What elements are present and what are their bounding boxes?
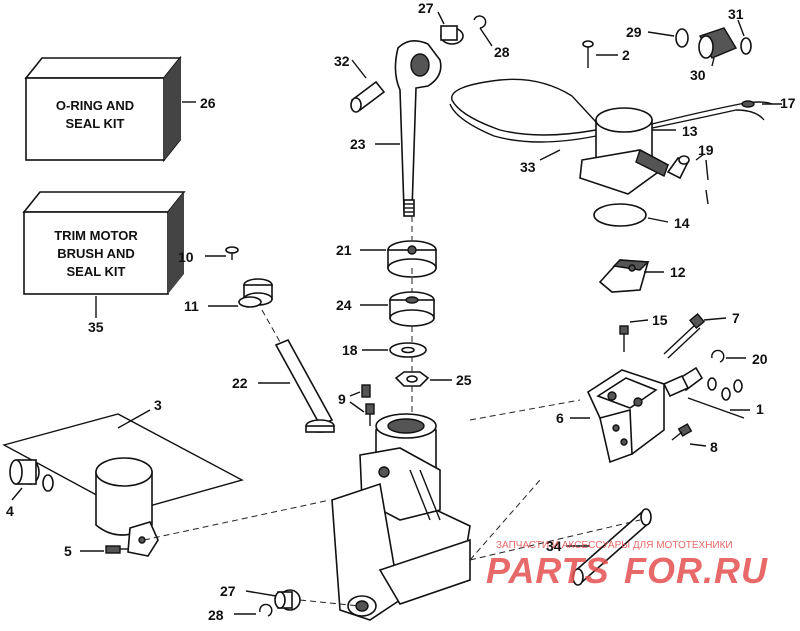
callout-14: 14	[674, 215, 690, 231]
rod-22-part	[274, 338, 335, 433]
valve-body-6-part	[586, 369, 665, 464]
reservoir-part	[95, 457, 159, 557]
callout-34: 34	[546, 538, 562, 554]
callout-15: 15	[652, 312, 668, 328]
trim-cylinder-housing	[331, 413, 471, 621]
watermark-brand-left: PARTS	[486, 550, 610, 591]
callout-23: 23	[350, 136, 366, 152]
trim-motor-13-part	[579, 107, 676, 195]
nut-25-part	[394, 371, 430, 387]
rod-23-part	[394, 40, 442, 217]
callout-29: 29	[626, 24, 642, 40]
callout-17: 17	[780, 95, 796, 111]
callout-28-top: 28	[494, 44, 510, 60]
motor-wire-33	[451, 78, 597, 136]
callout-26: 26	[200, 95, 216, 111]
seal-11-part	[238, 278, 273, 308]
bushing-27-top-part	[440, 25, 464, 45]
pin-32-part	[350, 80, 386, 113]
watermark: ЗАПЧАСТИ И АКСЕССУАРЫ ДЛЯ МОТОТЕХНИКИ PA…	[486, 540, 768, 591]
trim-kit-label-1: TRIM MOTOR	[54, 228, 138, 243]
callout-31: 31	[728, 6, 744, 22]
bushing-27-bottom-part	[274, 589, 301, 611]
callout-24: 24	[336, 297, 352, 313]
trim-kit-label-2: BRUSH AND	[57, 246, 135, 261]
seal-29-part	[675, 28, 689, 48]
callout-22: 22	[232, 375, 248, 391]
callout-35: 35	[88, 319, 104, 335]
trim-motor-kit-box: TRIM MOTOR BRUSH AND SEAL KIT	[22, 191, 186, 295]
callout-21: 21	[336, 242, 352, 258]
clip-28-bottom	[259, 603, 273, 617]
oring-31-part	[740, 37, 752, 55]
callout-27-bottom: 27	[220, 583, 236, 599]
callout-13: 13	[682, 123, 698, 139]
callout-6: 6	[556, 410, 564, 426]
screw-2-part	[582, 40, 594, 68]
callout-30: 30	[690, 67, 706, 83]
bolt-7-part	[663, 312, 706, 359]
clip-20-part	[711, 349, 725, 363]
callout-1: 1	[756, 401, 764, 417]
callout-19: 19	[698, 142, 714, 158]
callout-3: 3	[154, 397, 162, 413]
screw-8-part	[671, 423, 693, 441]
callout-33: 33	[520, 159, 536, 175]
valve-block-12-part	[598, 259, 650, 293]
watermark-brand-right: FOR.RU	[624, 550, 768, 591]
screw-15-part	[619, 325, 629, 352]
bushing-part	[9, 459, 54, 492]
fittings-9-part	[361, 384, 375, 426]
callout-7: 7	[732, 310, 740, 326]
cover-sheet-shape	[2, 413, 244, 513]
callout-5: 5	[64, 543, 72, 559]
callout-20: 20	[752, 351, 768, 367]
callout-2: 2	[622, 47, 630, 63]
clip-28-top	[473, 15, 487, 29]
callout-18: 18	[342, 342, 358, 358]
callout-27-top: 27	[418, 0, 434, 16]
oring-kit-label-2: SEAL KIT	[66, 116, 125, 131]
piston-24-part	[389, 291, 435, 327]
callout-9: 9	[338, 391, 346, 407]
shaft-34-part	[572, 508, 652, 586]
callout-28-bottom: 28	[208, 607, 224, 623]
callout-12: 12	[670, 264, 686, 280]
oring-14-part	[593, 203, 647, 227]
screw-5-part	[105, 545, 128, 554]
callout-4: 4	[6, 503, 14, 519]
clamp-19-part	[666, 155, 709, 205]
washer-18-part	[389, 342, 427, 358]
watermark-caption: ЗАПЧАСТИ И АКСЕССУАРЫ ДЛЯ МОТОТЕХНИКИ	[496, 540, 733, 551]
callout-10: 10	[178, 249, 194, 265]
cap-21-part	[387, 240, 437, 278]
callout-32: 32	[334, 53, 350, 69]
oring-kit-label-1: O-RING AND	[56, 98, 134, 113]
callout-8: 8	[710, 439, 718, 455]
trim-kit-label-3: SEAL KIT	[67, 264, 126, 279]
callout-25: 25	[456, 372, 472, 388]
fitting-1-part	[662, 366, 743, 401]
callout-11: 11	[184, 298, 199, 314]
fitting-30-part	[698, 27, 738, 59]
oring-seal-kit-box: O-RING AND SEAL KIT	[24, 55, 182, 163]
valve-10-part	[225, 246, 239, 260]
